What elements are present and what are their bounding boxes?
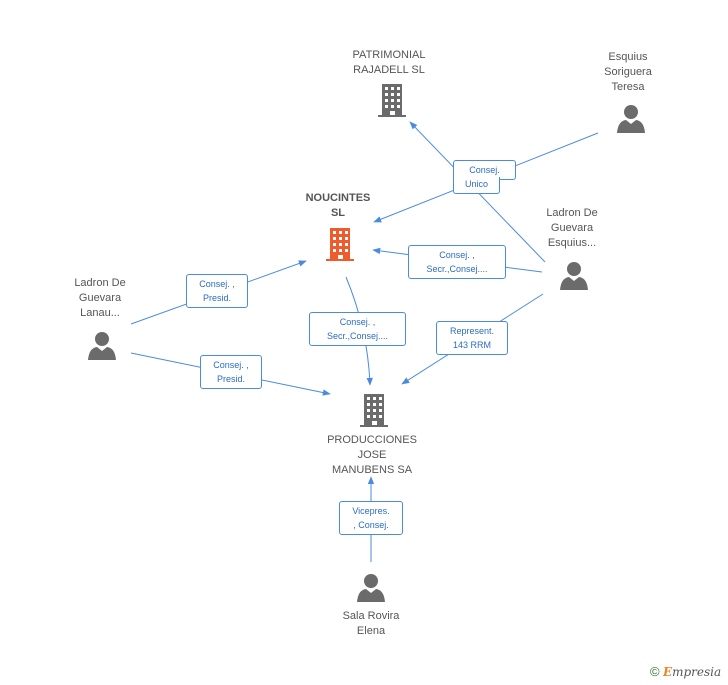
building-icon: [378, 84, 406, 117]
node-label-line: Ladron De: [546, 207, 598, 219]
edge-label-line: Unico: [464, 179, 488, 189]
person-icon: [560, 262, 588, 290]
node-label-line: JOSE: [357, 449, 387, 461]
edge-label-line: 143 RRM: [452, 340, 491, 350]
edge-label-ladron-esq-noucintes[interactable]: Consej. , Secr.,Consej....: [408, 245, 506, 279]
node-label-line: Esquius...: [547, 237, 597, 249]
node-label-line: NOUCINTES: [305, 192, 371, 204]
node-esquius-soriguera[interactable]: Esquius Soriguera Teresa: [583, 50, 673, 95]
node-producciones-jose-manubens[interactable]: PRODUCCIONES JOSE MANUBENS SA: [315, 433, 429, 478]
node-label-line: Ladron De: [74, 277, 126, 289]
edge-label-lanau-noucintes[interactable]: Consej. , Presid.: [186, 274, 248, 308]
building-icon-focus: [326, 228, 354, 261]
edge-label-line: Presid.: [216, 374, 245, 384]
edge-label-line: Consej.: [469, 165, 500, 175]
node-label-line: Sala Rovira: [342, 610, 400, 622]
node-label-line: PATRIMONIAL: [352, 49, 426, 61]
edge-label-line: Vicepres.: [352, 506, 390, 516]
node-label-line: Teresa: [611, 81, 645, 93]
edge-label-line: Secr.,Consej....: [426, 264, 488, 274]
node-label-line: Soriguera: [604, 66, 652, 78]
edge-label-line: Secr.,Consej....: [326, 331, 389, 341]
person-icon: [88, 332, 116, 360]
building-icon: [360, 394, 388, 427]
edge-label-line: Consej. ,: [213, 360, 249, 370]
edge-label-represent[interactable]: Represent. 143 RRM: [436, 321, 508, 355]
edge-label-unico[interactable]: Unico: [453, 177, 500, 194]
node-label-line: MANUBENS SA: [331, 464, 413, 476]
edge-label-line: , Consej.: [353, 520, 389, 530]
node-patrimonial-rajadell[interactable]: PATRIMONIAL RAJADELL SL: [339, 48, 439, 78]
edge-label-noucintes-producciones[interactable]: Consej. , Secr.,Consej....: [309, 312, 406, 346]
node-label-line: RAJADELL SL: [353, 64, 425, 76]
node-label-line: Elena: [356, 625, 386, 637]
edge-label-line: Consej. ,: [339, 317, 376, 327]
edge-label-line: Presid.: [202, 293, 231, 303]
node-noucintes[interactable]: NOUCINTES SL: [293, 191, 383, 221]
copyright-symbol: ©: [650, 664, 660, 679]
edge-label-line: Consej. ,: [199, 279, 235, 289]
logo-rest: mpresia: [672, 665, 722, 679]
node-label-line: PRODUCCIONES: [327, 434, 417, 446]
person-icon: [357, 574, 385, 602]
node-ladron-esquius[interactable]: Ladron De Guevara Esquius...: [527, 206, 617, 251]
node-sala-rovira[interactable]: Sala Rovira Elena: [326, 609, 416, 639]
node-label-line: Guevara: [78, 292, 122, 304]
node-label-line: Esquius: [608, 51, 648, 63]
logo-initial: E: [662, 665, 673, 679]
edge-label-lanau-producciones[interactable]: Consej. , Presid.: [200, 355, 262, 389]
empresia-brand[interactable]: © Empresia: [650, 664, 721, 679]
node-label-line: Guevara: [550, 222, 594, 234]
node-label-line: SL: [330, 207, 346, 219]
node-ladron-lanau[interactable]: Ladron De Guevara Lanau...: [55, 276, 145, 321]
node-label-line: Lanau...: [80, 307, 120, 319]
edge-label-line: Represent.: [449, 326, 495, 336]
person-icon: [617, 105, 645, 133]
empresia-logo: Empresia: [663, 665, 721, 679]
edge-label-sala-producciones[interactable]: Vicepres. , Consej.: [339, 501, 403, 535]
edge-label-line: Consej. ,: [439, 250, 475, 260]
